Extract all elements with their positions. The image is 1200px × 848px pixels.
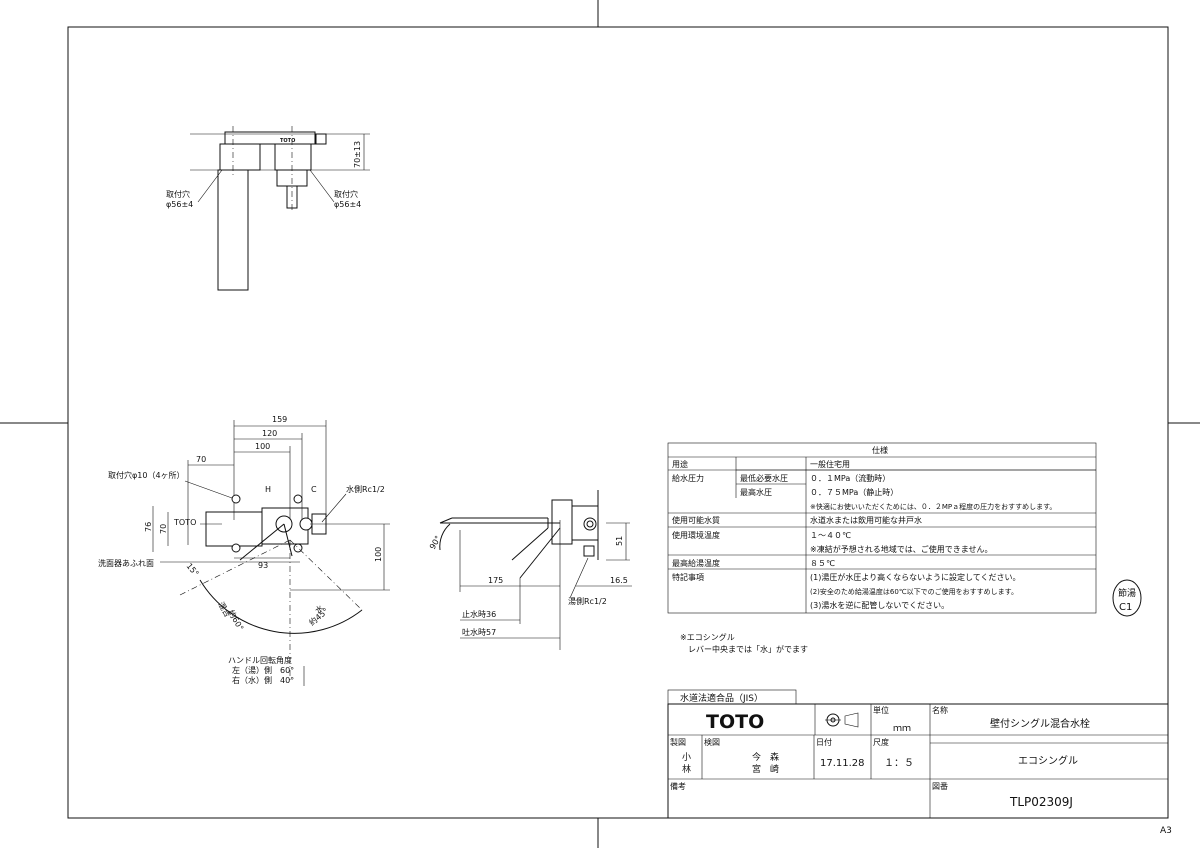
jis-label: 水道法適合品（JIS） — [680, 692, 763, 704]
angle-15: 15° — [184, 562, 200, 579]
spec-cell-value: ０．７５MPa（静止時） — [810, 487, 898, 497]
top-dim-height: 70±13 — [353, 141, 362, 168]
stop-water-36: 止水時36 — [462, 609, 496, 619]
dim-93: 93 — [258, 561, 268, 570]
dim-159: 159 — [272, 415, 287, 424]
date-value: 17.11.28 — [820, 758, 865, 769]
spec-title: 仕様 — [872, 445, 888, 455]
dim-175: 175 — [488, 576, 503, 585]
spec-cell-value: (3)湯水を逆に配管しないでください。 — [810, 600, 949, 610]
top-hole-left-value: φ56±4 — [166, 200, 193, 209]
drain-mark-line1: 節湯 — [1118, 587, 1136, 599]
spec-cell-sub: 最低必要水圧 — [740, 473, 788, 483]
top-hole-right-value: φ56±4 — [334, 200, 361, 209]
dim-51: 51 — [615, 536, 624, 546]
dim-70: 70 — [196, 455, 206, 464]
basin-overflow-label: 洗面器あふれ面 — [98, 558, 154, 568]
scale-label: 尺度 — [873, 737, 889, 747]
spec-cell-item: 使用可能水質 — [672, 515, 720, 525]
front-view: 159 120 100 70 76 70 TOTO H C 取付穴φ10（4ヶ所… — [98, 415, 390, 686]
dim-16-5: 16.5 — [610, 576, 628, 585]
spec-cell-value: (1)湯圧が水圧より高くならないように設定してください。 — [810, 572, 1021, 582]
drawing-no-label: 図番 — [932, 781, 948, 791]
spec-cell-sub: 最高水圧 — [740, 487, 772, 497]
handle-angle-left: 左（湯）側 60° — [232, 665, 294, 675]
spec-cell-item: 特記事項 — [672, 572, 704, 582]
hot-side-label: 湯側Rc1/2 — [568, 596, 607, 606]
handle-angle-title: ハンドル回転角度 — [228, 655, 292, 665]
spout-water-57: 吐水時57 — [462, 627, 496, 637]
unit-value: ｍｍ — [893, 724, 911, 734]
spec-cell-value: ※快適にお使いいただくためには、０．２MPａ程度の圧力をおすすめします。 — [810, 502, 1056, 511]
made-label: 製図 — [670, 737, 686, 747]
spec-cell-item: 使用環境温度 — [672, 530, 720, 540]
check-label: 検図 — [704, 737, 720, 747]
spec-cell-item: 用途 — [672, 459, 688, 469]
drawing-no-value: TLP02309J — [1009, 795, 1073, 809]
note-line-2: レバー中央までは「水」がでます — [688, 644, 808, 654]
front-brand: TOTO — [173, 518, 196, 527]
sub-name-value: エコシングル — [1018, 754, 1078, 767]
top-view: TOTO 70±13 取付穴 φ56±4 取付穴 φ56±4 — [166, 126, 370, 291]
drain-mark-line2: C1 — [1119, 602, 1132, 613]
title-block: 水道法適合品（JIS） TOTO 単位 ｍｍ 名称 壁付シングル混合水栓 製図 … — [667, 689, 1169, 819]
spec-cell-value: (2)安全のため給湯温度は60℃以下でのご使用をおすすめします。 — [810, 587, 1018, 596]
made-value-2: 林 — [682, 763, 691, 775]
sheet-border — [67, 26, 1169, 819]
hot-angle-label: 約60° — [226, 608, 246, 632]
third-angle-projection-icon — [825, 712, 859, 728]
spec-cell-value: ０．１MPa（流動時） — [810, 473, 890, 483]
drain-mark: 節湯 C1 — [1112, 579, 1142, 617]
spec-cell-value: 一般住宅用 — [810, 459, 850, 469]
mount-hole-label: 取付穴φ10（4ヶ所） — [108, 470, 185, 480]
spec-cell-value: ８５℃ — [810, 559, 835, 568]
unit-label: 単位 — [873, 705, 889, 715]
dim-70v: 70 — [159, 524, 168, 534]
dim-100v: 100 — [374, 547, 383, 562]
dim-76: 76 — [144, 522, 153, 532]
made-value-1: 小 — [682, 752, 691, 763]
side-view: 90° 175 51 16.5 湯側Rc1/2 止水時36 吐水時57 — [428, 490, 632, 650]
scale-value: １：５ — [884, 758, 914, 769]
handle-angle-right: 右（水）側 40° — [232, 675, 294, 685]
sheet-size: A3 — [1160, 826, 1172, 836]
check-value-1: 今 森 — [752, 751, 779, 763]
remarks-label: 備考 — [670, 781, 686, 791]
top-view-brand: TOTO — [280, 138, 295, 144]
spec-cell-value: ※凍結が予想される地域では、ご使用できません。 — [810, 544, 992, 554]
water-side-label: 水側Rc1/2 — [346, 484, 385, 494]
spec-cell-value: １～４０℃ — [810, 531, 851, 540]
top-hole-right-label: 取付穴 — [334, 189, 358, 199]
top-hole-left-label: 取付穴 — [166, 189, 190, 199]
spec-cell-item: 給水圧力 — [672, 473, 704, 483]
dim-120: 120 — [262, 429, 277, 438]
spec-cell-value: 水道水または飲用可能な井戸水 — [810, 515, 922, 525]
check-value-2: 宮 崎 — [752, 763, 779, 775]
spec-cell-item: 最高給湯温度 — [672, 558, 720, 568]
label-h: H — [265, 485, 271, 494]
date-label: 日付 — [816, 737, 832, 747]
dim-100: 100 — [255, 442, 270, 451]
name-value: 壁付シングル混合水栓 — [990, 717, 1090, 730]
name-label: 名称 — [932, 705, 948, 715]
angle-90: 90° — [428, 534, 443, 551]
brand-logo: TOTO — [706, 711, 764, 733]
note-line-1: ※エコシングル — [680, 632, 735, 642]
label-c: C — [311, 485, 317, 494]
